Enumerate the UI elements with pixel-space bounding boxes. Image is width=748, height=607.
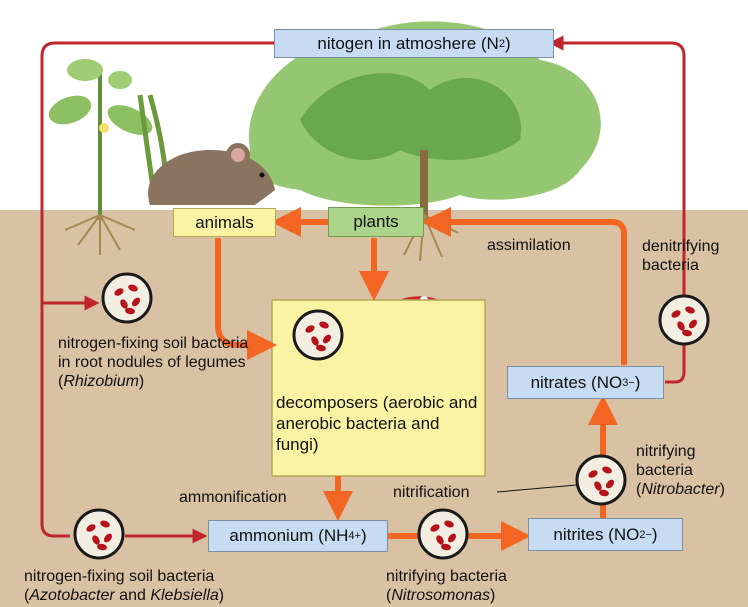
nitrification-label: nitrification <box>393 483 469 502</box>
bacteria-circle-icon <box>75 510 123 558</box>
denitrifying-bacteria-label: denitrifying bacteria <box>642 237 746 275</box>
azotobacter-name2: Klebsiella <box>150 587 218 604</box>
bacteria-circle-icon <box>660 296 708 344</box>
bacteria-circle-icon <box>294 311 342 359</box>
nitrosomonas-label: nitrifying bacteria (Nitrosomonas) <box>386 567 507 605</box>
nitrosomonas-close: ) <box>490 587 495 604</box>
nitrobacter-close: ) <box>720 481 725 498</box>
ammonification-label: ammonification <box>179 488 287 507</box>
rhizobium-name: Rhizobium <box>63 373 139 390</box>
plants-box: plants <box>328 207 424 237</box>
azotobacter-name1: Azotobacter <box>29 587 114 604</box>
bacteria-circle-icon <box>419 510 467 558</box>
animals-label: animals <box>195 213 254 233</box>
nitrosomonas-text: nitrifying bacteria <box>386 568 507 585</box>
ammonium-end: ) <box>361 526 367 546</box>
azotobacter-close: ) <box>219 587 224 604</box>
assimilation-label: assimilation <box>487 236 571 255</box>
rhizobium-label: nitrogen-fixing soil bacteria in root no… <box>58 334 263 391</box>
atmosphere-end: ) <box>505 34 511 54</box>
nitrites-end: ) <box>652 525 658 545</box>
nitrates-text: nitrates (NO <box>531 373 623 393</box>
rhizobium-text: nitrogen-fixing soil bacteria in root no… <box>58 335 248 371</box>
plants-label: plants <box>353 212 398 232</box>
nitrobacter-text2: bacteria <box>636 462 693 479</box>
rhizobium-close: ) <box>139 373 144 390</box>
azotobacter-and: and <box>115 587 151 604</box>
nitrobacter-text1: nitrifying <box>636 443 696 460</box>
animals-box: animals <box>173 208 276 237</box>
nitrites-text: nitrites (NO <box>553 525 639 545</box>
bacteria-circle-icon <box>103 274 151 322</box>
decomposers-label: decomposers (aerobic and anerobic bacter… <box>276 392 481 455</box>
ammonium-text: ammonium (NH <box>229 526 348 546</box>
bacteria-circle-icon <box>577 456 625 504</box>
nitrates-end: ) <box>635 373 641 393</box>
nitrosomonas-name: Nitrosomonas <box>391 587 490 604</box>
atmosphere-text: nitogen in atmoshere (N <box>317 34 498 54</box>
nitrobacter-label: nitrifying bacteria (Nitrobacter) <box>636 442 725 499</box>
azotobacter-label: nitrogen-fixing soil bacteria (Azotobact… <box>24 567 224 605</box>
nitrobacter-name: Nitrobacter <box>641 481 719 498</box>
azotobacter-text: nitrogen-fixing soil bacteria <box>24 568 214 585</box>
